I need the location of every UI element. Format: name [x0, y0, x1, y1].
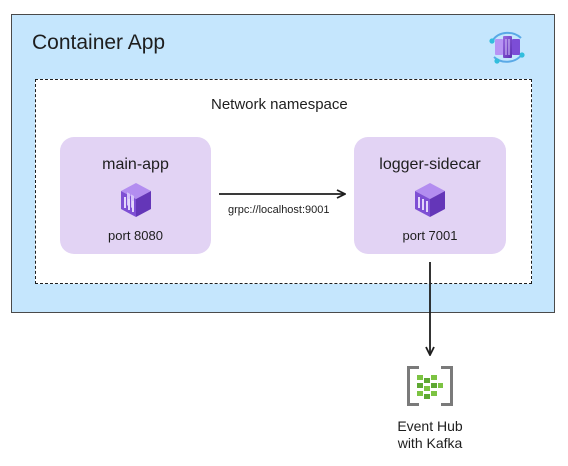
grpc-connection-label: grpc://localhost:9001 [228, 204, 330, 216]
container-cube-icon [415, 183, 445, 217]
event-hub-label-line2: with Kafka [397, 435, 463, 451]
event-hub-label: Event Hub with Kafka [380, 418, 480, 452]
event-hub-icon [407, 366, 453, 406]
container-port: port 8080 [108, 228, 163, 243]
network-namespace-title: Network namespace [211, 96, 348, 113]
container-app-title: Container App [32, 31, 166, 54]
container-name: main-app [102, 156, 169, 173]
event-hub-label-line1: Event Hub [397, 418, 463, 434]
container-port: port 7001 [402, 228, 458, 243]
container-apps-icon [489, 31, 525, 64]
container-cube-icon [120, 183, 151, 217]
container-name: logger-sidecar [379, 156, 481, 173]
main-app-container-card: main-app port 8080 [60, 137, 211, 254]
logger-sidecar-container-card: logger-sidecar port 7001 [354, 137, 506, 254]
